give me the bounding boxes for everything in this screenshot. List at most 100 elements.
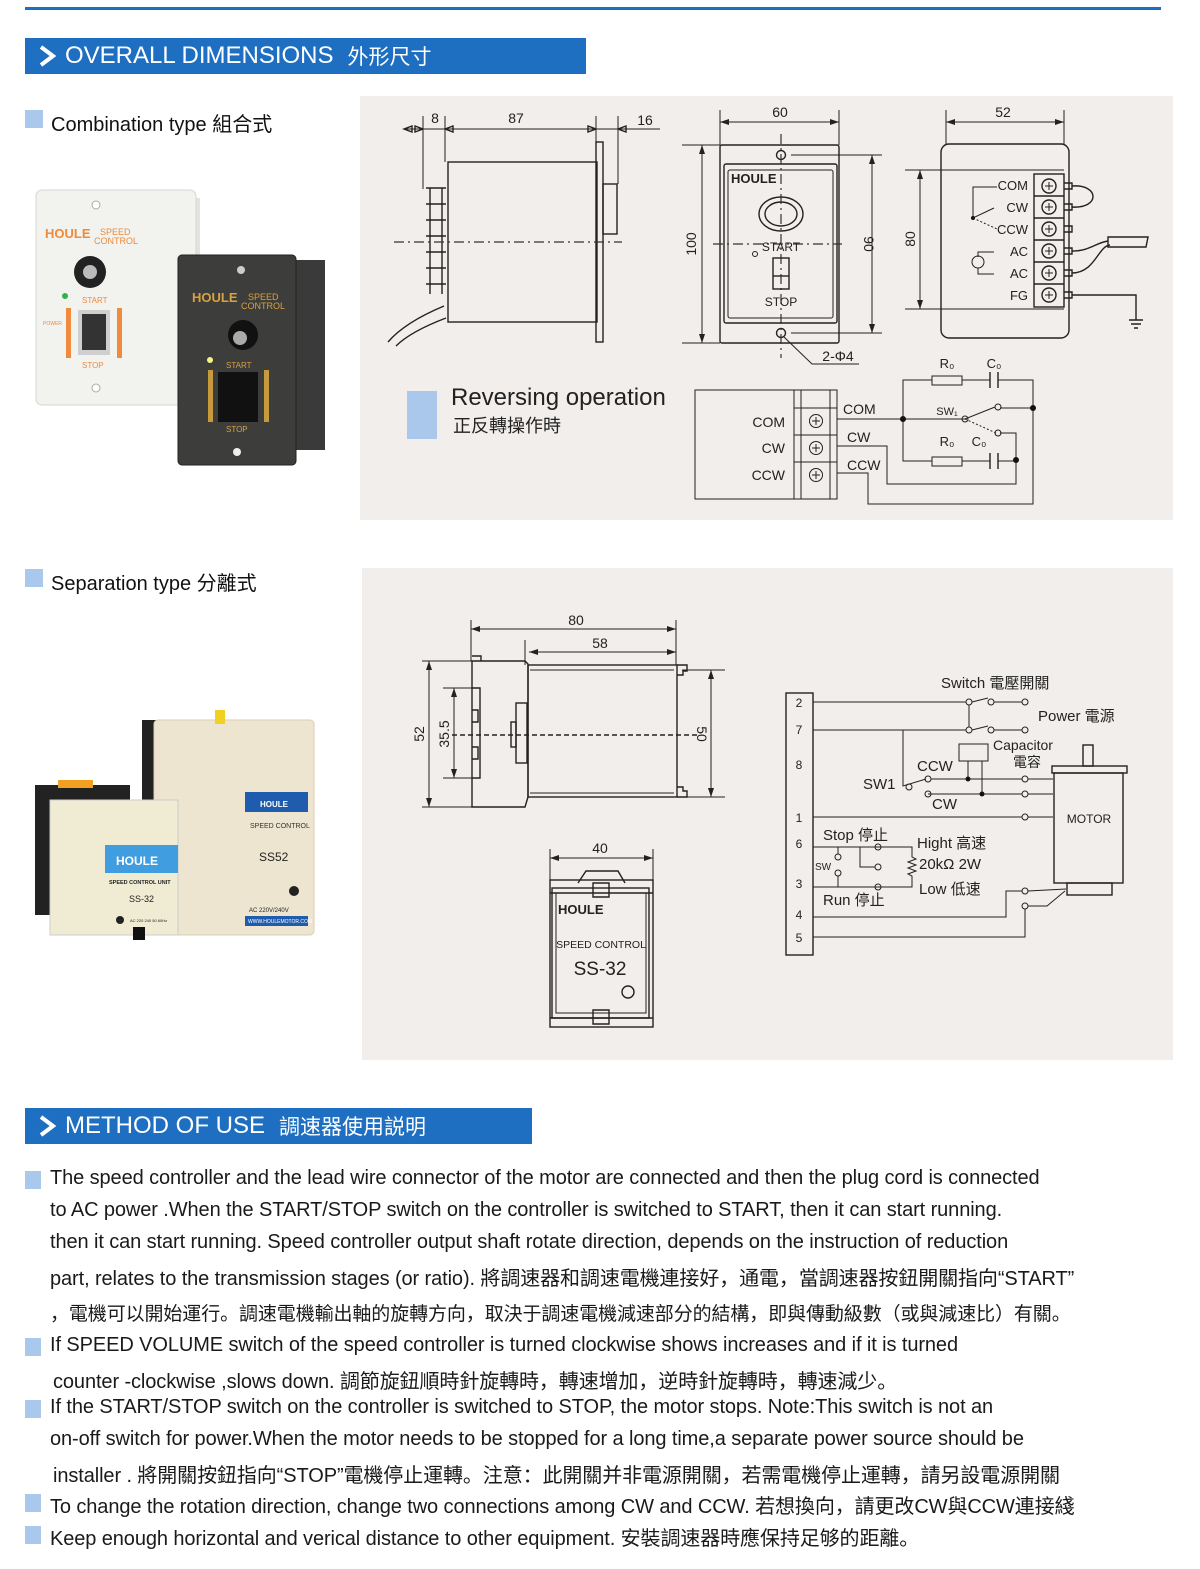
- r0-top: R₀: [940, 356, 955, 371]
- terminal-block: [1034, 178, 1073, 303]
- method-line: To change the rotation direction, change…: [50, 1496, 1075, 1518]
- speed-text: SPEED: [100, 227, 131, 237]
- method-line: installer . 將開關按鈕指向“STOP”電機停止運轉。注意：此開關并非…: [53, 1465, 1060, 1487]
- dim-87: 87: [508, 110, 524, 126]
- control-text: CONTROL: [241, 301, 285, 311]
- method-line: then it can start running. Speed control…: [50, 1231, 1009, 1253]
- chevron-right-icon: [39, 45, 57, 67]
- bullet-square: [25, 569, 43, 587]
- dim-80: 80: [568, 612, 584, 628]
- front-label: SPEED CONTROL: [556, 939, 646, 951]
- dim-8: 8: [431, 110, 439, 126]
- combination-dimension-drawing: 8 87 16 60 100 90 HOULE START STOP 2-Φ4: [387, 104, 1149, 505]
- brand-text: HOULE: [45, 226, 91, 241]
- rev-left-com: COM: [752, 414, 785, 430]
- bullet-square: [25, 1526, 41, 1544]
- section-header-method-of-use: METHOD OF USE 調速器使用説明: [25, 1108, 532, 1144]
- pin-3: 3: [796, 877, 803, 891]
- dim-35-5: 35.5: [436, 720, 452, 747]
- separation-dimension-drawing: 80 58 52 35.5 50 40 HOULE SPEED CONTROL …: [411, 612, 1128, 1028]
- method-line: ，電機可以開始運行。調速電機輸出軸的旋轉方向，取決于調速電機減速部分的結構，即與…: [50, 1304, 1071, 1325]
- sw-label: SW: [815, 862, 832, 873]
- bullet-square: [25, 110, 43, 128]
- pin-7: 7: [796, 723, 803, 737]
- ss52-speed-knob[interactable]: [289, 886, 299, 896]
- back-view: 52 80 COM CW CCW AC AC FG: [902, 104, 1149, 339]
- ss32-speed-knob[interactable]: [116, 916, 124, 924]
- front-start: START: [762, 240, 801, 254]
- dim-50: 50: [694, 726, 710, 742]
- terminal-cw: CW: [1006, 200, 1028, 215]
- terminal-ac-1: AC: [1010, 244, 1028, 259]
- pin-6: 6: [796, 837, 803, 851]
- method-line: part, relates to the transmission stages…: [50, 1268, 1075, 1290]
- ss32-unit: HOULE SPEED CONTROL UNIT SS-32 AC 220 24…: [35, 780, 179, 940]
- sw1-label: SW₁: [936, 406, 958, 418]
- dim-40: 40: [592, 840, 608, 856]
- motor: MOTOR: [1051, 744, 1128, 896]
- dim-16: 16: [637, 112, 653, 128]
- ss32-label: SPEED CONTROL UNIT: [109, 880, 171, 886]
- ss32-rating: AC 220 240 50 60Hz: [130, 918, 167, 923]
- reversing-title: Reversing operation: [451, 384, 666, 411]
- start-text: START: [82, 296, 108, 305]
- rev-left-cw: CW: [762, 440, 786, 456]
- dim-58: 58: [592, 635, 608, 651]
- cw-label: CW: [932, 796, 958, 813]
- separation-side-view: 80 58 52 35.5 50: [411, 612, 725, 808]
- run-label: Run 停止: [823, 892, 885, 909]
- section-header-overall-dimensions: OVERALL DIMENSIONS 外形尺寸: [25, 38, 586, 74]
- terminal-com: COM: [998, 178, 1028, 193]
- c0-top: C₀: [987, 356, 1002, 371]
- separation-front-view: 40 HOULE SPEED CONTROL SS-32: [549, 840, 654, 1028]
- pin-2: 2: [796, 696, 803, 710]
- section-title: OVERALL DIMENSIONS: [65, 42, 334, 69]
- pin-8: 8: [796, 758, 803, 772]
- c0-bottom: C₀: [972, 434, 987, 449]
- rev-right-cw: CW: [847, 429, 871, 445]
- method-line: on-off switch for power.When the motor n…: [50, 1428, 1024, 1450]
- front-model: SS-32: [574, 959, 627, 980]
- combination-type-label: Combination type 組合式: [51, 114, 273, 136]
- dim-mounting-holes: 2-Φ4: [822, 348, 854, 364]
- high-speed-label: Hight 高速: [917, 835, 986, 852]
- power-label: Power 電源: [1038, 708, 1115, 725]
- ss32-model: SS-32: [129, 894, 154, 904]
- section-title: METHOD OF USE: [65, 1112, 266, 1139]
- separation-controller-photo: HOULE SPEED CONTROL SS52 AC 220V/240V WW…: [35, 710, 315, 940]
- start-stop-switch[interactable]: [218, 372, 258, 422]
- power-text: POWER: [43, 321, 62, 327]
- bullet-square: [25, 1171, 41, 1189]
- bullet-square: [407, 391, 437, 439]
- dim-60: 60: [772, 104, 788, 120]
- ss32-brand: HOULE: [116, 854, 158, 868]
- switch-label: Switch 電壓開關: [941, 675, 1049, 692]
- side-view: 8 87 16: [387, 110, 660, 347]
- motor-label: MOTOR: [1067, 812, 1112, 826]
- ss52-unit: HOULE SPEED CONTROL SS52 AC 220V/240V WW…: [142, 710, 315, 936]
- method-line: counter -clockwise ,slows down. 調節旋鈕順時針旋…: [53, 1371, 898, 1393]
- separation-type-label: Separation type 分離式: [51, 573, 257, 595]
- bullet-square: [25, 1338, 41, 1356]
- low-speed-label: Low 低速: [919, 881, 981, 898]
- front-brand: HOULE: [558, 902, 604, 917]
- dim-100: 100: [683, 232, 699, 256]
- white-controller: HOULE SPEED CONTROL START STOP POWER: [35, 189, 200, 406]
- dim-52: 52: [995, 104, 1011, 120]
- bullet-square: [25, 1400, 41, 1418]
- black-controller: HOULE SPEED CONTROL START STOP: [177, 254, 325, 466]
- ccw-label: CCW: [917, 758, 954, 775]
- dim-80: 80: [902, 231, 918, 247]
- pin-4: 4: [796, 908, 803, 922]
- reversing-circuit: COM CW CCW COM CW CCW R₀ C₀ SW₁ R₀ C₀: [694, 356, 1036, 505]
- start-stop-switch[interactable]: [82, 314, 106, 350]
- power-led: [62, 293, 68, 299]
- power-led: [207, 357, 213, 363]
- rev-left-ccw: CCW: [752, 467, 786, 483]
- front-stop: STOP: [765, 295, 797, 309]
- terminal-ccw: CCW: [997, 222, 1029, 237]
- capacitor-label: Capacitor: [993, 737, 1053, 753]
- separation-diagram-panel: 80 58 52 35.5 50 40 HOULE SPEED CONTROL …: [362, 568, 1173, 1060]
- dim-52: 52: [411, 726, 427, 742]
- section-title-zh: 外形尺寸: [347, 46, 432, 69]
